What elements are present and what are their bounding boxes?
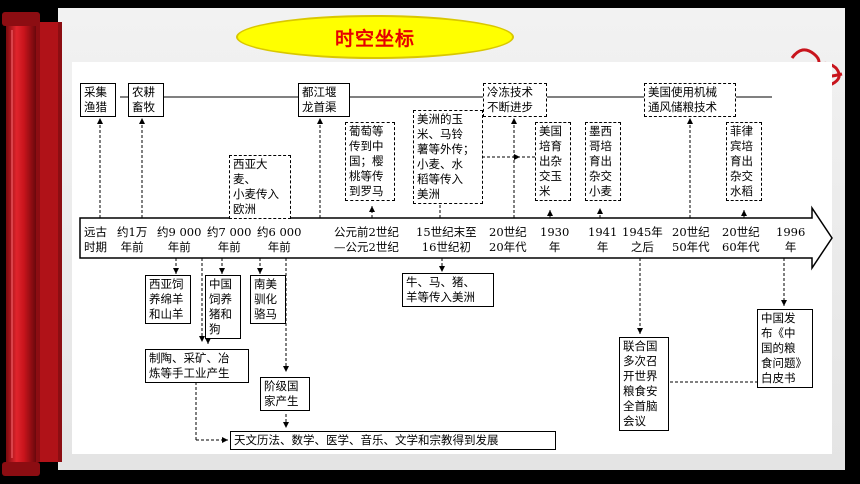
event-nanmei: 南美 驯化 骆马 [250,275,286,324]
event-zhitao: 制陶、采矿、冶 炼等手工业产生 [145,349,249,383]
tl-yue7000: 约7 000 年前 [207,225,252,254]
event-putao: 葡萄等 传到中 国；樱 桃等传 到罗马 [345,122,395,201]
tl-yue9000: 约9 000 年前 [157,225,202,254]
tl-1996: 1996 年 [776,225,806,254]
event-jieji: 阶级国 家产生 [260,377,310,411]
event-moxige: 墨西 哥培 育出 杂交 小麦 [585,122,621,201]
title-banner: 时空坐标 [236,15,514,59]
event-meiguo-zajiao: 美国 培育 出杂 交玉 米 [535,122,571,201]
tl-yue6000: 约6 000 年前 [257,225,302,254]
event-lianheguo: 联合国 多次召 开世界 粮食安 全首脑 会议 [619,337,669,431]
event-dujiangyan: 都江堰 龙首渠 [298,83,350,117]
tl-1945: 1945年 之后 [622,225,663,254]
tl-yue1wan: 约1万 年前 [117,225,148,254]
tl-1930: 1930 年 [540,225,570,254]
event-zhongguo-siyang: 中国 饲养 猪和 狗 [205,275,241,339]
tl-gongyuan: 公元前2世纪 —公元2世纪 [334,225,399,254]
event-xiya-siyang: 西亚饲 养绵羊 和山羊 [145,275,191,324]
event-meizhou-yumi: 美洲的玉 米、马铃 薯等外传； 小麦、水 稻等传入 美洲 [413,110,483,204]
event-xiya-damai: 西亚大麦、 小麦传入 欧洲 [229,155,291,219]
tl-20shiji50: 20世纪 50年代 [672,225,710,254]
tl-20shiji20: 20世纪 20年代 [489,225,527,254]
tl-15shiji: 15世纪末至 16世纪初 [416,225,477,254]
event-meiguo-jixie: 美国使用机械 通风储粮技术 [644,83,736,117]
event-caiji: 采集 渔猎 [80,83,116,117]
title-text: 时空坐标 [334,27,415,50]
event-feilvbin: 菲律 宾培 育出 杂交 水稻 [726,122,762,201]
tl-yuangu: 远古 时期 [84,225,107,254]
tl-20shiji60: 20世纪 60年代 [722,225,760,254]
event-tianwen: 天文历法、数学、医学、音乐、文学和宗教得到发展 [230,431,556,450]
tl-1941: 1941 年 [588,225,618,254]
event-lengdong: 冷冻技术 不断进步 [483,83,547,117]
event-baipishu: 中国发 布《中 国的粮 食问题》 白皮书 [757,309,813,388]
event-niuma: 牛、马、猪、 羊等传入美洲 [402,273,494,307]
event-nonggeng: 农耕 畜牧 [128,83,164,117]
scroll-rod [6,14,36,476]
